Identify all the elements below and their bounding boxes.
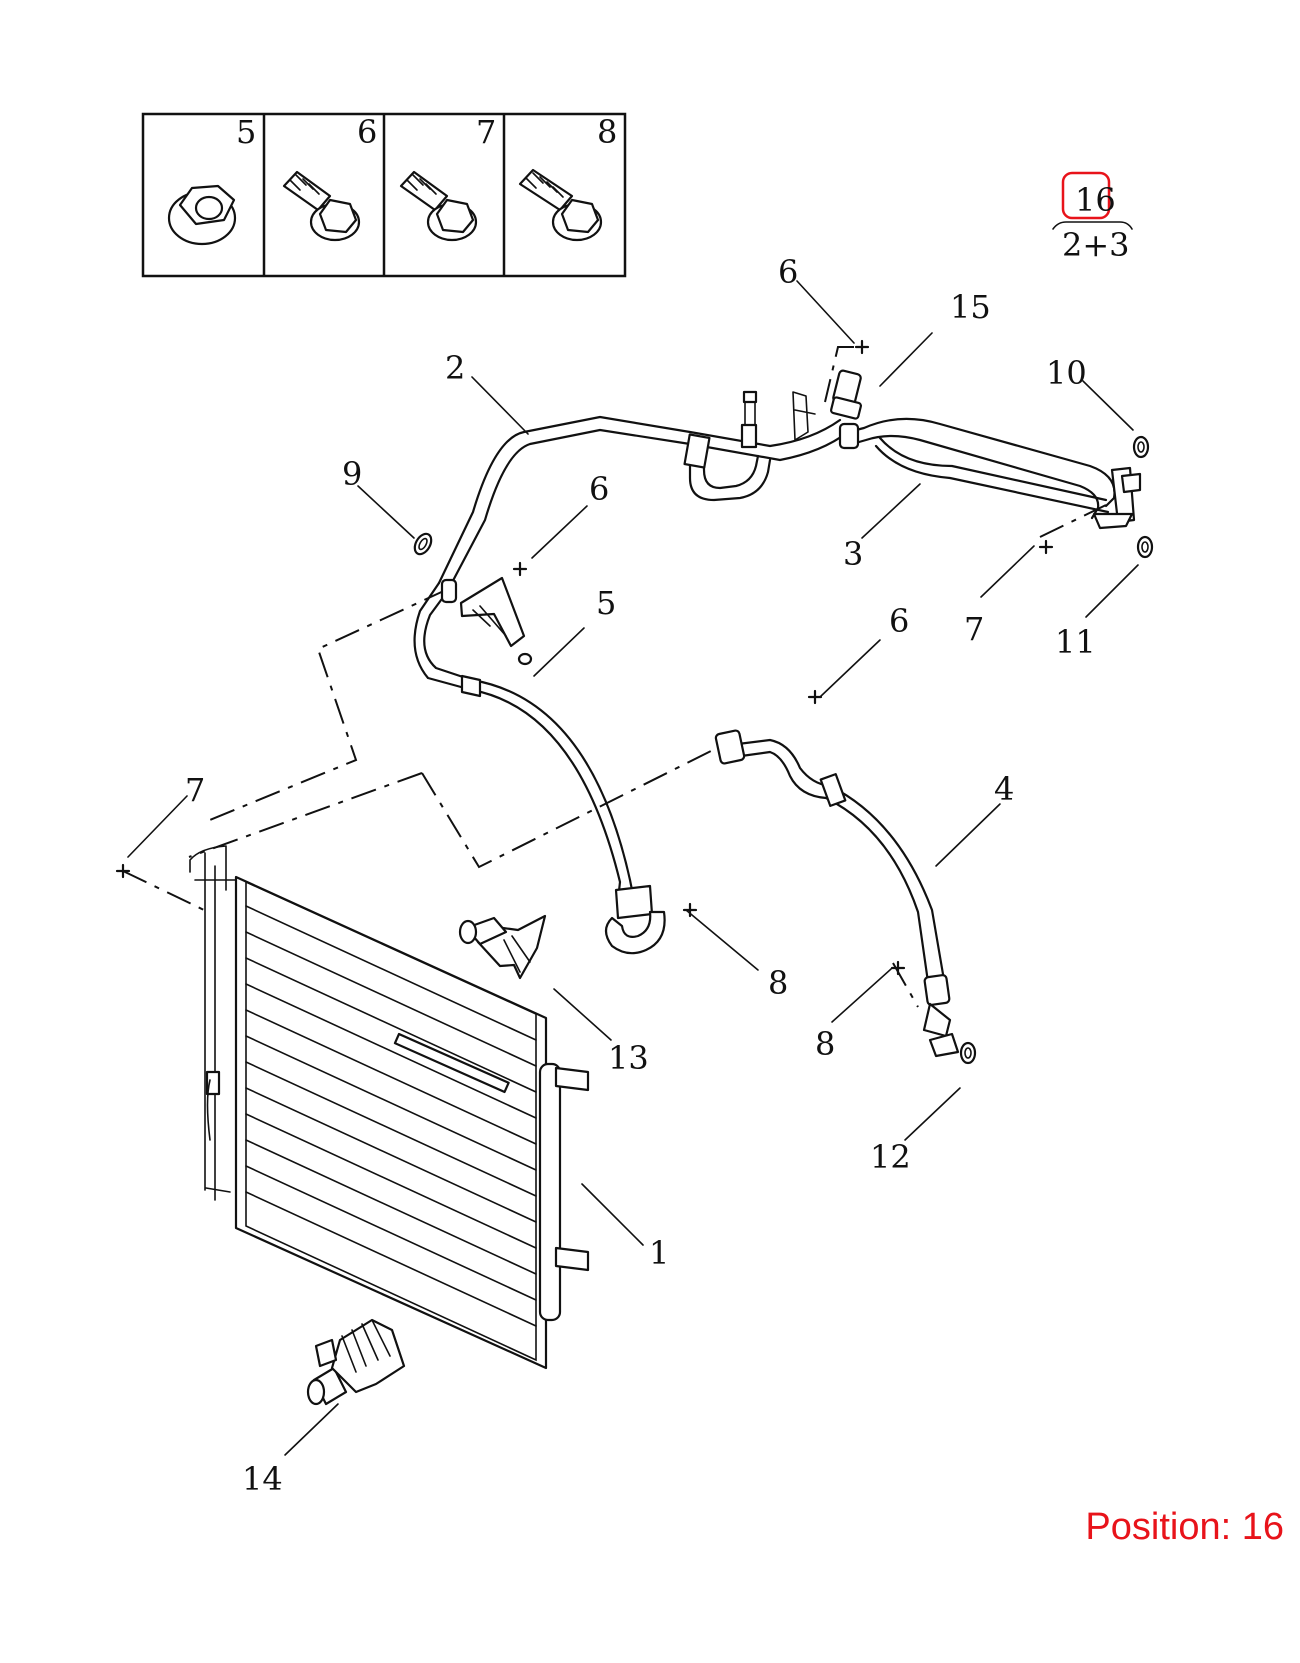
callout-numbers: 1 2 3 4 5 6 6 6 7 7 8 8 9 10 11 12 13 14…	[185, 253, 1096, 1498]
callout-2: 2	[445, 349, 465, 387]
callout-6-top: 6	[778, 253, 798, 291]
mount-bracket-13-icon	[458, 914, 547, 980]
fastener-markers	[115, 339, 1054, 976]
marker-8-left	[682, 902, 698, 918]
condenser	[189, 845, 590, 1370]
flange-bolt-icon	[399, 170, 478, 242]
marker-8-right	[890, 960, 906, 976]
flange-bolt-icon	[282, 170, 361, 242]
callout-10: 10	[1046, 354, 1087, 392]
o-ring-11-icon	[1136, 535, 1154, 559]
position-label: Position: 16	[1085, 1506, 1284, 1548]
callout-6-mid: 6	[889, 602, 909, 640]
fastener-inset-box: 5 6 7 8	[141, 112, 627, 278]
callout-13: 13	[608, 1039, 649, 1077]
inset-label-7: 7	[476, 113, 496, 151]
hose-assembly-4	[714, 729, 960, 1058]
callout-6-bracket: 6	[589, 470, 609, 508]
callout-12: 12	[870, 1138, 911, 1176]
callout-7-left: 7	[185, 771, 205, 809]
inset-label-8: 8	[597, 113, 617, 151]
marker-6-mid	[807, 689, 823, 705]
leader-lines	[127, 280, 1139, 1456]
marker-6-bracket	[512, 561, 528, 577]
hose-assembly-3	[838, 417, 1142, 530]
inset-label-5: 5	[236, 113, 256, 151]
callout-5: 5	[596, 584, 616, 622]
highlight-marker	[1061, 171, 1111, 220]
mount-clip-14-icon	[306, 1318, 406, 1406]
callout-4: 4	[994, 770, 1014, 808]
condenser-fins	[245, 905, 537, 1327]
callout-8-left: 8	[768, 964, 788, 1002]
assembly-note-bottom: 2+3	[1062, 226, 1130, 264]
assembly-note: 16 2+3	[1052, 171, 1133, 264]
callout-7-right: 7	[964, 610, 984, 648]
callout-14: 14	[242, 1460, 283, 1498]
callout-3: 3	[843, 535, 863, 573]
o-rings	[413, 435, 1154, 1065]
hose-assembly-2	[413, 369, 862, 955]
callout-11: 11	[1055, 623, 1096, 661]
inset-label-6: 6	[357, 113, 377, 151]
o-ring-12-icon	[959, 1041, 977, 1065]
callout-9: 9	[342, 455, 362, 493]
flange-nut-icon	[167, 184, 237, 246]
marker-7-left	[115, 863, 131, 879]
o-ring-10-icon	[1132, 435, 1150, 459]
flange-bolt-icon	[518, 168, 603, 242]
marker-7-right	[1038, 539, 1054, 555]
callout-15: 15	[950, 288, 991, 326]
assembly-note-top: 16	[1075, 181, 1116, 219]
guide-lines	[122, 346, 1107, 1008]
o-ring-9-icon	[413, 532, 433, 556]
marker-6-top	[854, 339, 870, 355]
callout-1: 1	[649, 1234, 669, 1272]
callout-8-right: 8	[815, 1025, 835, 1063]
